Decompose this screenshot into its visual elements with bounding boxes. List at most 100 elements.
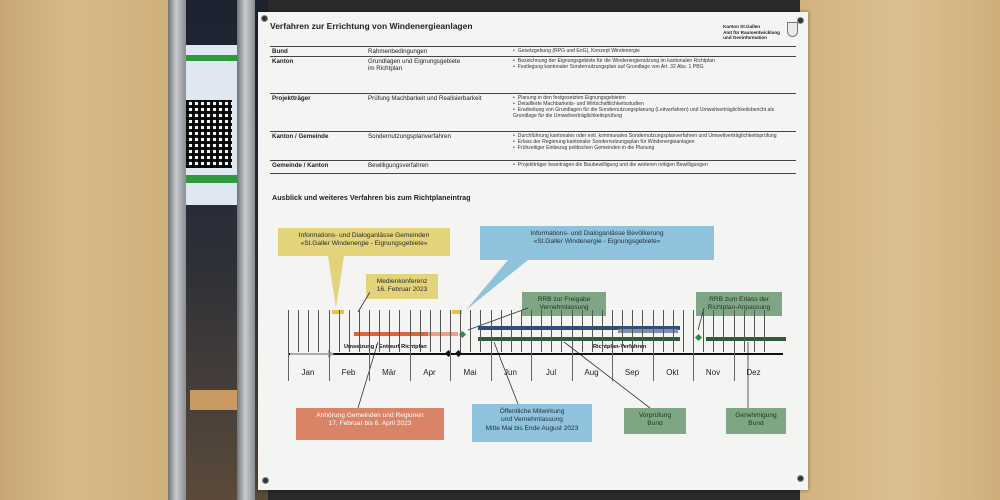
week-tick [682,310,684,352]
week-tick [480,310,482,352]
month-label: Jan [301,368,315,377]
month-tick [652,352,654,381]
month-label: Feb [341,368,356,377]
week-tick [591,310,593,352]
month-label: Jul [545,368,557,377]
screw-icon [797,17,804,24]
month-tick [733,352,735,381]
month-tick [328,352,330,381]
timeline-chart: Umsetzung / Entwurf Richtplan Richtplan-… [288,302,786,392]
week-tick [358,310,360,352]
table-row: Bund Rahmenbedingungen Gesetzgebung (RPG… [270,46,796,56]
week-tick [571,310,573,352]
week-tick [419,310,421,352]
month-tick [531,352,532,381]
callout-genehmigung: Genehmigung Bund [726,408,786,434]
bar-anhoerung [354,332,458,336]
week-tick [450,310,451,352]
table-row: Kanton / Gemeinde Sondernutzungsplanverf… [270,131,796,160]
metal-pole-right [237,0,255,500]
week-tick [632,310,634,352]
month-tick [693,352,694,381]
month-tick [409,352,411,381]
week-tick [561,310,563,352]
month-label: Nov [705,368,721,377]
table-row: Gemeinde / Kanton Bewilligungsverfahren … [270,160,796,174]
week-tick [470,310,472,352]
wood-panel-right [800,0,1000,500]
bar-dialog-gemeinden [332,310,344,314]
week-tick [723,310,725,352]
screw-icon [797,475,804,482]
week-tick [389,310,391,352]
bar-anhoerung-tail [428,332,458,336]
poster: Verfahren zur Errichtung von Windenergie… [258,12,808,490]
poster-title: Verfahren zur Errichtung von Windenergie… [270,21,473,31]
callout-rrb-freigabe: RRB zur Freigabe Vernehmlassung [522,292,606,316]
month-label: Dez [746,368,761,377]
week-tick [622,310,624,352]
week-tick [429,310,431,352]
week-tick [672,310,674,352]
process-table: Bund Rahmenbedingungen Gesetzgebung (RPG… [270,46,796,174]
bar-medien [452,310,462,314]
callout-dialog-gemeinden: Informations- und Dialoganlässe Gemeinde… [278,228,450,256]
week-tick [551,310,553,352]
callout-medienkonferenz: Medienkonferenz 16. Februar 2023 [366,274,438,299]
table-row: Projektträger Prüfung Machbarkeit und Re… [270,93,796,131]
bar-genehmigung [706,337,786,341]
bar-mitwirkung-hatch [618,329,678,333]
week-tick [662,310,664,352]
week-tick [581,310,583,352]
month-label: Okt [666,368,679,377]
bar-vorpruefung [478,337,680,341]
week-tick [328,310,330,352]
week-tick [763,310,765,352]
week-tick [652,310,654,352]
phase-left-label: Umsetzung / Entwurf Richtplan [344,344,427,350]
week-tick [703,310,705,352]
month-label: Aug [584,368,599,377]
month-label: Apr [423,368,436,377]
month-label: Mär [382,368,396,377]
week-tick [348,310,350,352]
week-tick [743,310,745,352]
callout-vorpruefung: Vorprüfung Bund [624,408,686,434]
callout-rrb-erlass: RRB zum Erlass der Richtplan-Anpassung [696,292,782,316]
week-tick [439,310,441,352]
milestone-rrb-erlass [694,333,703,342]
callout-mitwirkung: Öffentliche Mitwirkung und Vernehmlassun… [472,404,592,442]
phase-right-label: Richtplan-Verfahren [593,344,647,350]
week-tick [531,310,532,352]
callout-connectors [328,256,749,409]
week-tick [318,310,320,352]
week-tick [642,310,644,352]
month-tick [490,352,492,381]
week-tick [713,310,715,352]
week-tick [733,310,735,352]
week-tick [601,310,603,352]
timeline-axis [288,353,783,355]
week-tick [369,310,370,352]
week-tick [399,310,401,352]
callout-dialog-bevoelkerung: Informations- und Dialoganlässe Bevölker… [480,226,714,260]
week-tick [379,310,381,352]
month-label: Jun [504,368,517,377]
week-tick [460,310,462,352]
timeline-section-title: Ausblick und weiteres Verfahren bis zum … [272,193,471,202]
week-tick [541,310,543,352]
month-tick [571,352,573,381]
week-tick [338,310,340,352]
week-tick [612,310,613,352]
week-tick [409,310,411,352]
week-tick [693,310,694,352]
month-tick [450,352,451,381]
shelf [190,390,250,410]
canton-logo-text: Kanton St.Gallen Amt für Raumentwicklung… [723,24,780,41]
week-tick [308,310,310,352]
month-tick [612,352,613,381]
month-tick [369,352,370,381]
week-tick [510,310,512,352]
bar-mitwirkung [478,326,680,330]
qr-code [186,100,232,168]
